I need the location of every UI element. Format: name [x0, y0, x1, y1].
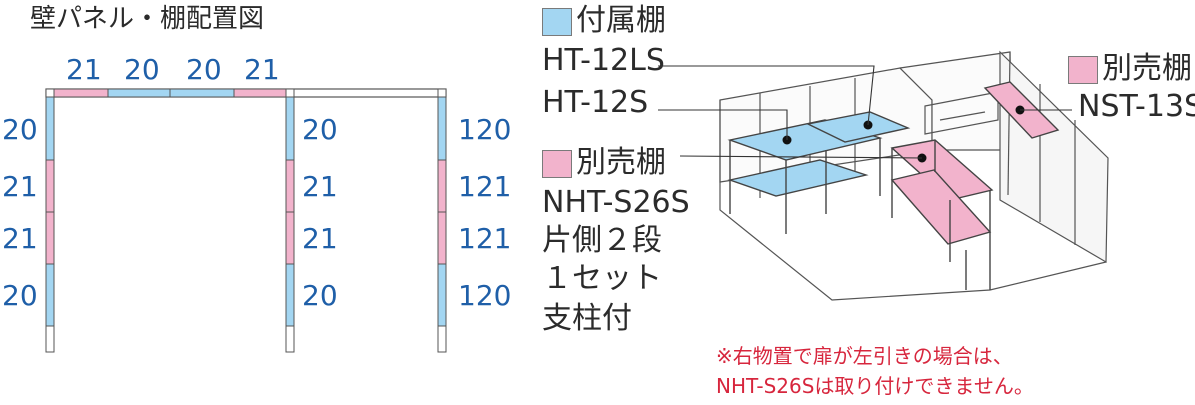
top-number-3: 20 [186, 53, 222, 86]
nhts26s-note-1: 片側２段 [542, 223, 662, 258]
right-number-1: 120 [458, 113, 512, 146]
rear-right-wall [898, 51, 1013, 151]
model-ht12ls: HT-12LS [542, 43, 665, 78]
model-nhts26s: NHT-S26S [542, 185, 690, 220]
right-column [437, 88, 447, 353]
attached-shelf-label: 付属棚 [576, 3, 666, 38]
model-ht12s: HT-12S [542, 85, 649, 120]
warning-note-line-1: ※右物置で扉が左引きの場合は、 [716, 344, 1013, 368]
separate-shelf-label-2: 別売棚 [1102, 51, 1192, 86]
mid-number-2: 21 [302, 170, 338, 203]
separate-shelf-label-1: 別売棚 [576, 145, 666, 180]
nhts26s-note-3: 支柱付 [542, 301, 632, 336]
right-number-4: 120 [458, 279, 512, 312]
nhts26s-note-2: １セット [542, 261, 662, 296]
left-column [45, 88, 55, 353]
attached-shelf-swatch [542, 8, 572, 36]
ht12s-lower-shelf [727, 159, 869, 197]
right-number-3: 121 [458, 222, 512, 255]
separate-shelf-swatch-1 [542, 150, 572, 178]
separate-shelf-swatch-2 [1068, 56, 1098, 84]
mid-number-1: 20 [302, 113, 338, 146]
warning-note-line-2: NHT-S26Sは取り付けできません。 [716, 374, 1034, 398]
right-number-2: 121 [458, 170, 512, 203]
right-wall [999, 50, 1109, 264]
left-number-4: 20 [2, 279, 38, 312]
diagram-title: 壁パネル・棚配置図 [30, 4, 265, 34]
left-number-1: 20 [2, 113, 38, 146]
left-number-2: 21 [2, 170, 38, 203]
ht12ls-upper-shelf-2 [805, 111, 911, 143]
mid-number-4: 20 [302, 279, 338, 312]
top-number-2: 20 [124, 53, 160, 86]
model-nst13s: NST-13S [1078, 89, 1195, 124]
top-number-1: 21 [66, 53, 102, 86]
leader-lines [658, 65, 1072, 159]
mid-number-3: 21 [302, 222, 338, 255]
left-number-3: 21 [2, 222, 38, 255]
top-number-4: 21 [244, 53, 280, 86]
middle-column [285, 88, 295, 353]
